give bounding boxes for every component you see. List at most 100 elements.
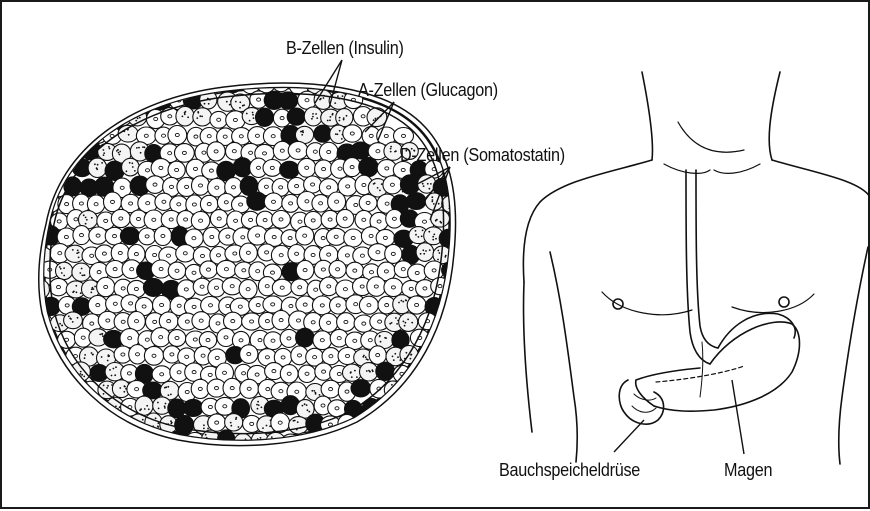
islet-of-langerhans bbox=[32, 74, 461, 453]
granule bbox=[425, 357, 427, 359]
b-cell bbox=[384, 278, 403, 296]
granule bbox=[293, 420, 295, 422]
granule bbox=[133, 115, 135, 117]
b-cell bbox=[168, 126, 187, 145]
granule bbox=[428, 231, 430, 233]
a-cell bbox=[287, 108, 305, 125]
b-cell bbox=[271, 413, 290, 432]
b-cell bbox=[359, 194, 377, 211]
granule bbox=[79, 272, 81, 274]
granule bbox=[394, 151, 396, 153]
granule bbox=[389, 405, 391, 407]
granule bbox=[249, 120, 251, 122]
granule bbox=[146, 96, 148, 98]
b-cell bbox=[176, 245, 195, 262]
granule bbox=[140, 152, 142, 154]
granule bbox=[167, 386, 169, 388]
b-cell bbox=[330, 297, 347, 314]
b-cell bbox=[280, 365, 298, 383]
granule bbox=[397, 356, 399, 358]
granule bbox=[203, 428, 205, 430]
granule bbox=[80, 371, 82, 373]
label-a-cells: A-Zellen (Glucagon) bbox=[358, 80, 498, 101]
nucleus bbox=[120, 115, 124, 118]
a-cell bbox=[152, 92, 171, 110]
granule bbox=[438, 342, 440, 344]
granule bbox=[445, 255, 447, 257]
granule bbox=[311, 118, 313, 120]
d-cell bbox=[289, 417, 309, 434]
granule bbox=[91, 352, 93, 354]
granule bbox=[76, 252, 78, 254]
b-cell bbox=[369, 346, 386, 365]
granule bbox=[429, 249, 431, 251]
granule bbox=[119, 387, 121, 389]
b-cell bbox=[367, 277, 386, 297]
granule bbox=[407, 319, 409, 321]
granule bbox=[77, 317, 79, 319]
granule bbox=[197, 112, 199, 114]
granule bbox=[243, 104, 245, 106]
granule bbox=[385, 337, 387, 339]
b-cell bbox=[239, 280, 257, 299]
b-cell bbox=[175, 144, 195, 163]
granule bbox=[415, 230, 417, 232]
cell-field bbox=[32, 74, 461, 453]
granule bbox=[217, 81, 219, 83]
granule bbox=[170, 420, 172, 422]
granule bbox=[43, 324, 45, 326]
a-cell bbox=[120, 227, 139, 244]
b-cell bbox=[216, 260, 236, 278]
granule bbox=[262, 427, 264, 429]
d-cell bbox=[384, 381, 401, 399]
granule bbox=[205, 434, 207, 436]
granule bbox=[379, 190, 381, 192]
b-cell bbox=[296, 226, 314, 245]
granule bbox=[363, 424, 365, 426]
b-cell bbox=[168, 330, 186, 347]
b-cell bbox=[73, 226, 90, 245]
a-cell bbox=[351, 380, 371, 397]
b-cell bbox=[298, 365, 316, 382]
granule bbox=[164, 405, 166, 407]
granule bbox=[354, 370, 356, 372]
granule bbox=[137, 118, 139, 120]
granule bbox=[395, 317, 397, 319]
granule bbox=[92, 354, 94, 356]
granule bbox=[187, 116, 189, 118]
granule bbox=[261, 406, 263, 408]
d-cell bbox=[64, 312, 83, 329]
granule bbox=[375, 118, 377, 120]
nucleus bbox=[88, 389, 92, 392]
granule bbox=[164, 407, 166, 409]
granule bbox=[235, 101, 237, 103]
granule bbox=[205, 79, 207, 81]
torso-illustration bbox=[523, 72, 870, 464]
granule bbox=[85, 223, 87, 225]
granule bbox=[91, 217, 93, 219]
granule bbox=[72, 321, 74, 323]
granule bbox=[315, 392, 317, 394]
b-cell bbox=[329, 261, 346, 279]
granule bbox=[96, 168, 98, 170]
granule bbox=[437, 250, 439, 252]
granule bbox=[302, 405, 304, 407]
granule bbox=[451, 205, 453, 207]
granule bbox=[116, 150, 118, 152]
granule bbox=[329, 119, 331, 121]
granule bbox=[423, 253, 425, 255]
granule bbox=[392, 356, 394, 358]
granule bbox=[434, 341, 436, 343]
b-cell bbox=[111, 243, 129, 262]
granule bbox=[136, 147, 138, 149]
granule bbox=[84, 354, 86, 356]
granule bbox=[301, 134, 303, 136]
granule bbox=[92, 287, 94, 289]
b-cell bbox=[344, 229, 363, 247]
b-cell bbox=[208, 414, 226, 431]
b-cell bbox=[321, 380, 340, 398]
nucleus bbox=[297, 84, 301, 87]
b-cell bbox=[337, 313, 356, 332]
b-cell bbox=[327, 228, 346, 245]
